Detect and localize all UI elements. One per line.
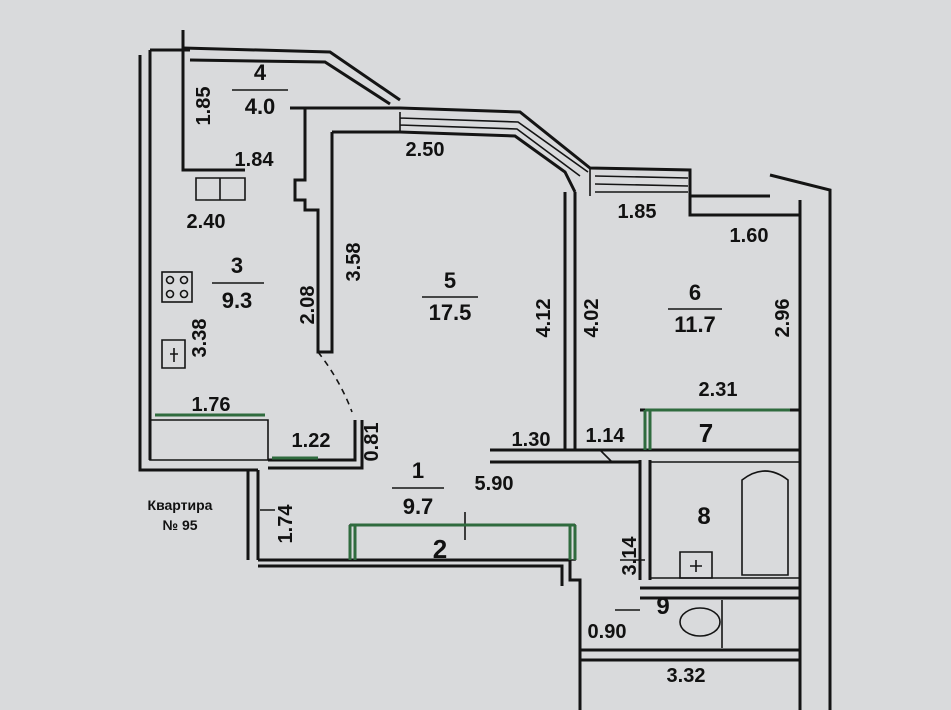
dim-1-60: 1.60 — [730, 225, 769, 247]
room-5-area: 17.5 — [429, 300, 472, 325]
dim-1-22: 1.22 — [292, 430, 331, 452]
room-5-number: 5 — [444, 268, 456, 293]
dim-3-32: 3.32 — [667, 665, 706, 687]
room-1-area: 9.7 — [403, 494, 434, 519]
apartment-label: Квартира № 95 — [148, 497, 213, 533]
dimension-labels: 1.85 1.84 2.40 3.38 1.76 1.22 2.08 3.58 … — [187, 87, 794, 687]
room-2-number: 2 — [433, 534, 447, 564]
room-7-number: 7 — [699, 418, 713, 448]
dim-2-08: 2.08 — [297, 286, 319, 325]
room-3-area: 9.3 — [222, 288, 253, 313]
dim-0-81: 0.81 — [361, 423, 383, 462]
dim-2-96: 2.96 — [772, 299, 794, 338]
dim-3-14: 3.14 — [619, 536, 641, 576]
room-1-number: 1 — [412, 458, 424, 483]
dim-1-85: 1.85 — [618, 201, 657, 223]
dim-1-30: 1.30 — [512, 429, 551, 451]
room-4-number: 4 — [254, 60, 267, 85]
dim-1-85-balcony: 1.85 — [193, 87, 215, 126]
dim-0-90: 0.90 — [588, 621, 627, 643]
room-3-number: 3 — [231, 253, 243, 278]
dim-1-14: 1.14 — [586, 425, 626, 447]
outer-walls — [138, 30, 832, 710]
room-9-number: 9 — [656, 593, 669, 620]
room-6-number: 6 — [689, 280, 701, 305]
dim-3-58: 3.58 — [343, 243, 365, 282]
dim-3-38: 3.38 — [189, 319, 211, 358]
dim-2-31: 2.31 — [699, 379, 738, 401]
dim-1-84: 1.84 — [235, 149, 275, 171]
apartment-label-line1: Квартира — [148, 497, 213, 513]
dim-2-50: 2.50 — [406, 139, 445, 161]
dim-2-40: 2.40 — [187, 211, 226, 233]
dim-5-90: 5.90 — [475, 473, 514, 495]
dim-4-02: 4.02 — [581, 299, 603, 338]
room-labels: 4 4.0 3 9.3 5 17.5 6 11.7 1 9.7 2 7 8 9 — [212, 60, 722, 620]
dim-1-76: 1.76 — [192, 394, 231, 416]
apartment-label-line2: № 95 — [162, 517, 197, 533]
room-8-number: 8 — [697, 503, 710, 530]
dim-1-74: 1.74 — [275, 504, 297, 544]
room-6-area: 11.7 — [674, 312, 716, 337]
window-openings — [155, 408, 790, 560]
room-4-area: 4.0 — [245, 94, 276, 119]
dim-4-12: 4.12 — [533, 299, 555, 338]
